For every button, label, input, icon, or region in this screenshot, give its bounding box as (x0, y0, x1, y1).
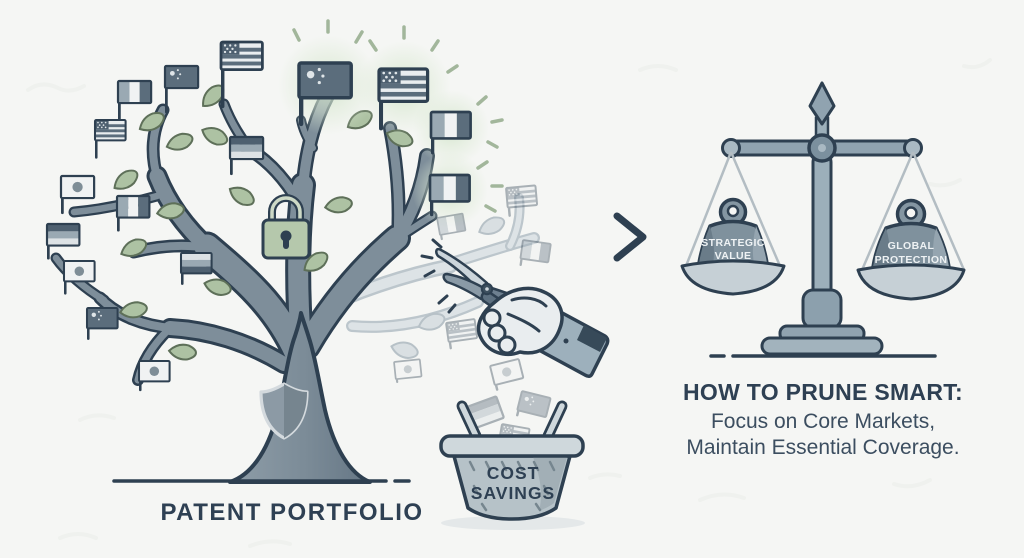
basket-handle (545, 403, 565, 439)
us-flag-icon (445, 318, 479, 350)
basket-shadow (441, 516, 585, 530)
left-weight-label-line1: STRATEGIC (701, 237, 765, 249)
japan-flag-icon (137, 359, 171, 392)
scale-foot (801, 288, 843, 330)
left-weight-label-line2: VALUE (715, 250, 752, 262)
right-weight-label-line1: GLOBAL (888, 240, 935, 252)
tree-flags (45, 40, 265, 392)
message-line1: Focus on Core Markets, (711, 410, 935, 433)
balance-scale-icon: STRATEGIC VALUE GLOBAL PROTECTION (680, 81, 966, 358)
germany-flag-icon (45, 222, 81, 260)
france-flag-icon (428, 173, 471, 217)
japan-flag-icon (62, 259, 96, 295)
us-flag-icon (219, 40, 264, 109)
basket-shading (533, 457, 567, 511)
us-flag-icon (377, 67, 430, 131)
china-flag-icon (85, 306, 119, 340)
china-flag-icon (163, 64, 200, 114)
france-flag-icon (429, 110, 472, 155)
scale-pan-right (856, 263, 966, 301)
france-flag-icon (519, 239, 552, 267)
background-texture (26, 58, 992, 548)
basket-weave (468, 460, 556, 512)
glow-rays (292, 19, 504, 213)
basket-label-line1: COST (487, 463, 540, 483)
snip-burst (420, 238, 457, 314)
china-flag-icon (297, 61, 353, 127)
scale-base-tier2 (760, 336, 884, 356)
japan-flag-icon (489, 357, 525, 391)
china-flag-icon (516, 390, 552, 419)
scale-finial (808, 81, 836, 126)
hand-icon (476, 286, 564, 357)
scale-beam-end (721, 138, 741, 158)
pruning-hand-group (420, 238, 610, 379)
message-title: HOW TO PRUNE SMART: (683, 379, 963, 405)
france-flag-icon (436, 212, 467, 241)
scale-hub-pin (818, 144, 826, 152)
france-flag-icon (115, 194, 151, 232)
scale-beam-end (903, 138, 923, 158)
right-weight-label-line2: PROTECTION (875, 254, 948, 266)
message-line2: Maintain Essential Coverage. (686, 436, 959, 459)
japan-flag-icon (393, 358, 423, 384)
scale-column (811, 152, 833, 300)
core-market-flags (278, 19, 504, 228)
padlock-icon (261, 194, 311, 260)
right-arrow-icon (555, 212, 647, 262)
scale-strings (684, 151, 966, 271)
scale-pan-left (680, 259, 786, 296)
us-flag-icon (505, 184, 539, 217)
tree-caption: PATENT PORTFOLIO (160, 499, 423, 526)
basket-rim (439, 434, 585, 458)
germany-flag-icon (228, 135, 265, 176)
basket-handle (459, 403, 479, 439)
basket-label-line2: SAVINGS (471, 483, 555, 503)
us-flag-icon (93, 118, 127, 159)
message-block: HOW TO PRUNE SMART: Focus on Core Market… (683, 379, 963, 459)
shield-icon (259, 382, 309, 440)
france-flag-icon (116, 79, 153, 127)
germany-flag-icon (179, 251, 213, 285)
cost-savings-basket: COST SAVINGS (439, 400, 585, 530)
japan-flag-icon (59, 174, 96, 215)
